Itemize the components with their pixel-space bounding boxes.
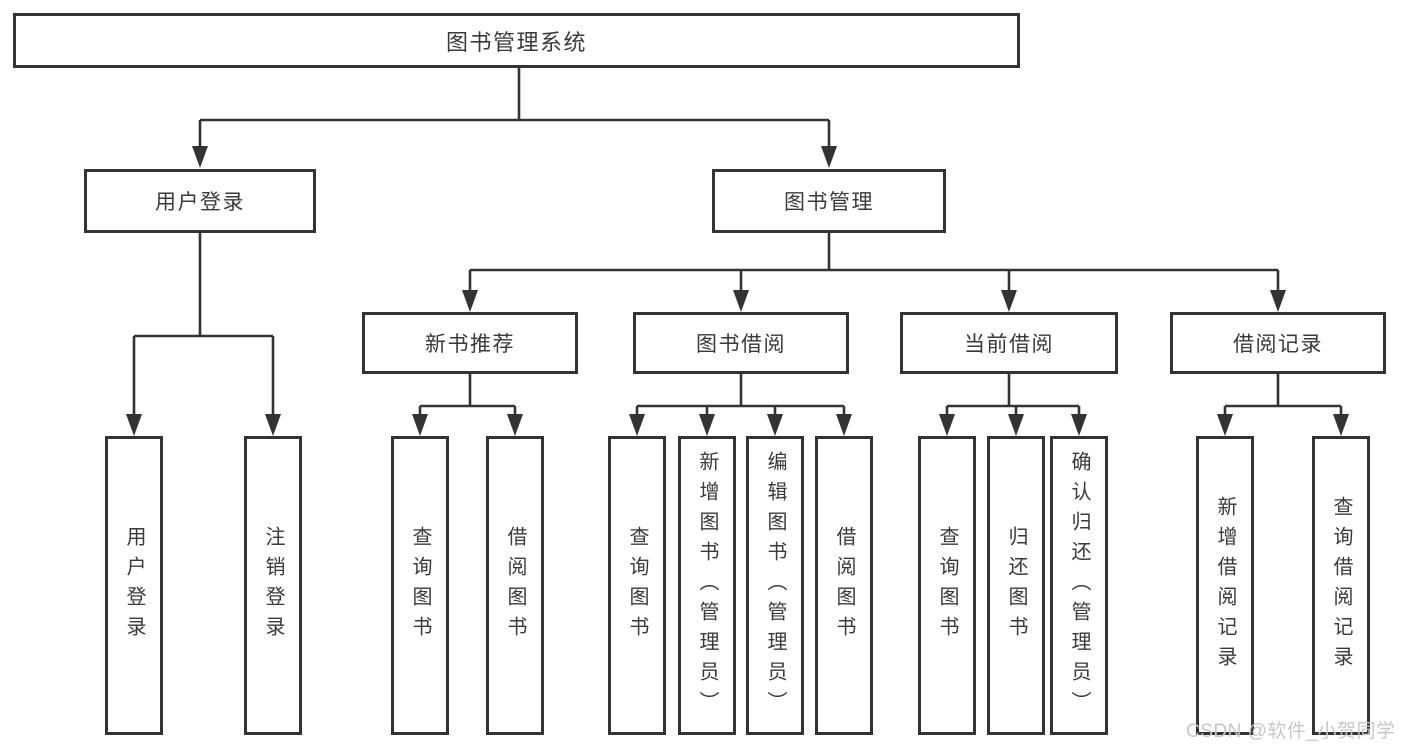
node-label: 图书管理系统 <box>445 29 587 55</box>
node-label: 图书管理 <box>784 191 874 214</box>
leaf-label: 借阅图书 <box>504 525 526 646</box>
leaf-label: 查询借阅记录 <box>1330 495 1352 676</box>
leaf-query-borrow-record: 查询借阅记录 <box>1312 436 1370 735</box>
node-label: 新书推荐 <box>425 333 515 356</box>
leaf-add-books-admin: 新增图书（管理员） <box>678 436 736 735</box>
leaf-query-books-current: 查询图书 <box>918 436 976 735</box>
leaf-borrow-books: 借阅图书 <box>815 436 873 735</box>
node-root-library-system: 图书管理系统 <box>13 13 1020 68</box>
node-book-management-group: 图书管理 <box>712 169 946 233</box>
leaf-borrow-books-recommend: 借阅图书 <box>486 436 544 735</box>
node-label: 借阅记录 <box>1233 333 1323 356</box>
leaf-edit-books-admin: 编辑图书（管理员） <box>746 436 804 735</box>
arrowhead-icons <box>126 146 1349 436</box>
node-label: 图书借阅 <box>696 333 786 356</box>
leaf-label: 新增图书（管理员） <box>696 450 718 721</box>
leaf-label: 归还图书 <box>1005 525 1027 646</box>
leaf-label: 借阅图书 <box>833 525 855 646</box>
node-label: 用户登录 <box>155 191 245 214</box>
csdn-watermark: CSDN @软件_小贺同学 <box>1186 721 1396 742</box>
leaf-query-books-borrow: 查询图书 <box>608 436 666 735</box>
leaf-label: 查询图书 <box>409 525 431 646</box>
leaf-query-books-recommend: 查询图书 <box>391 436 449 735</box>
node-book-borrowing: 图书借阅 <box>633 312 849 374</box>
leaf-label: 注销登录 <box>262 525 284 646</box>
leaf-add-borrow-record: 新增借阅记录 <box>1196 436 1254 735</box>
node-new-book-recommend: 新书推荐 <box>362 312 578 374</box>
leaf-confirm-return-admin: 确认归还（管理员） <box>1050 436 1108 735</box>
node-user-login-group: 用户登录 <box>84 169 316 233</box>
leaf-label: 查询图书 <box>936 525 958 646</box>
node-borrowing-records: 借阅记录 <box>1170 312 1386 374</box>
leaf-label: 用户登录 <box>123 525 145 646</box>
leaf-return-books: 归还图书 <box>987 436 1045 735</box>
leaf-logout: 注销登录 <box>244 436 302 735</box>
leaf-label: 编辑图书（管理员） <box>764 450 786 721</box>
leaf-label: 查询图书 <box>626 525 648 646</box>
leaf-user-login: 用户登录 <box>105 436 163 735</box>
node-current-borrowing: 当前借阅 <box>900 312 1118 374</box>
leaf-label: 确认归还（管理员） <box>1068 450 1090 721</box>
node-label: 当前借阅 <box>964 333 1054 356</box>
leaf-label: 新增借阅记录 <box>1214 495 1236 676</box>
